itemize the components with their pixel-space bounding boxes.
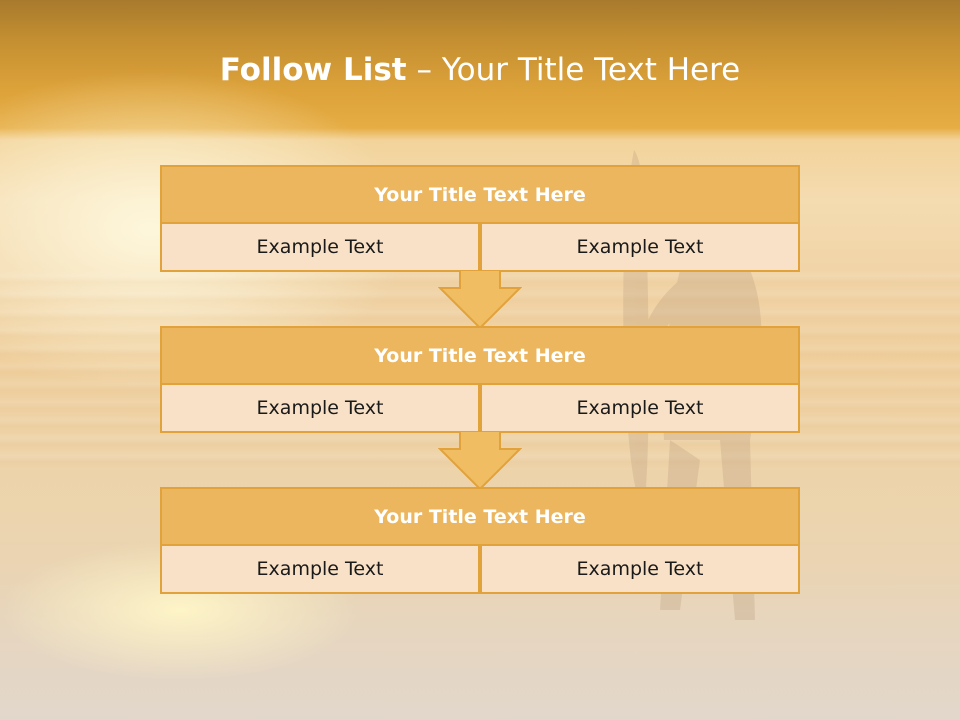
block-2-right-cell[interactable]: Example Text	[480, 383, 800, 433]
block-1-left-cell[interactable]: Example Text	[160, 222, 480, 272]
block-2-header[interactable]: Your Title Text Here	[160, 326, 800, 385]
slide-title: Follow List – Your Title Text Here	[0, 52, 960, 88]
block-1-right-cell[interactable]: Example Text	[480, 222, 800, 272]
block-2-left-cell[interactable]: Example Text	[160, 383, 480, 433]
down-arrow-1	[438, 270, 522, 330]
list-block-2: Your Title Text Here Example Text Exampl…	[160, 326, 800, 433]
block-3-right-cell[interactable]: Example Text	[480, 544, 800, 594]
slide-title-rest: – Your Title Text Here	[406, 52, 741, 88]
list-block-1: Your Title Text Here Example Text Exampl…	[160, 165, 800, 272]
block-3-left-cell[interactable]: Example Text	[160, 544, 480, 594]
slide-title-bold: Follow List	[219, 52, 407, 88]
list-block-3: Your Title Text Here Example Text Exampl…	[160, 487, 800, 594]
down-arrow-2	[438, 431, 522, 491]
block-3-header[interactable]: Your Title Text Here	[160, 487, 800, 546]
block-1-header[interactable]: Your Title Text Here	[160, 165, 800, 224]
